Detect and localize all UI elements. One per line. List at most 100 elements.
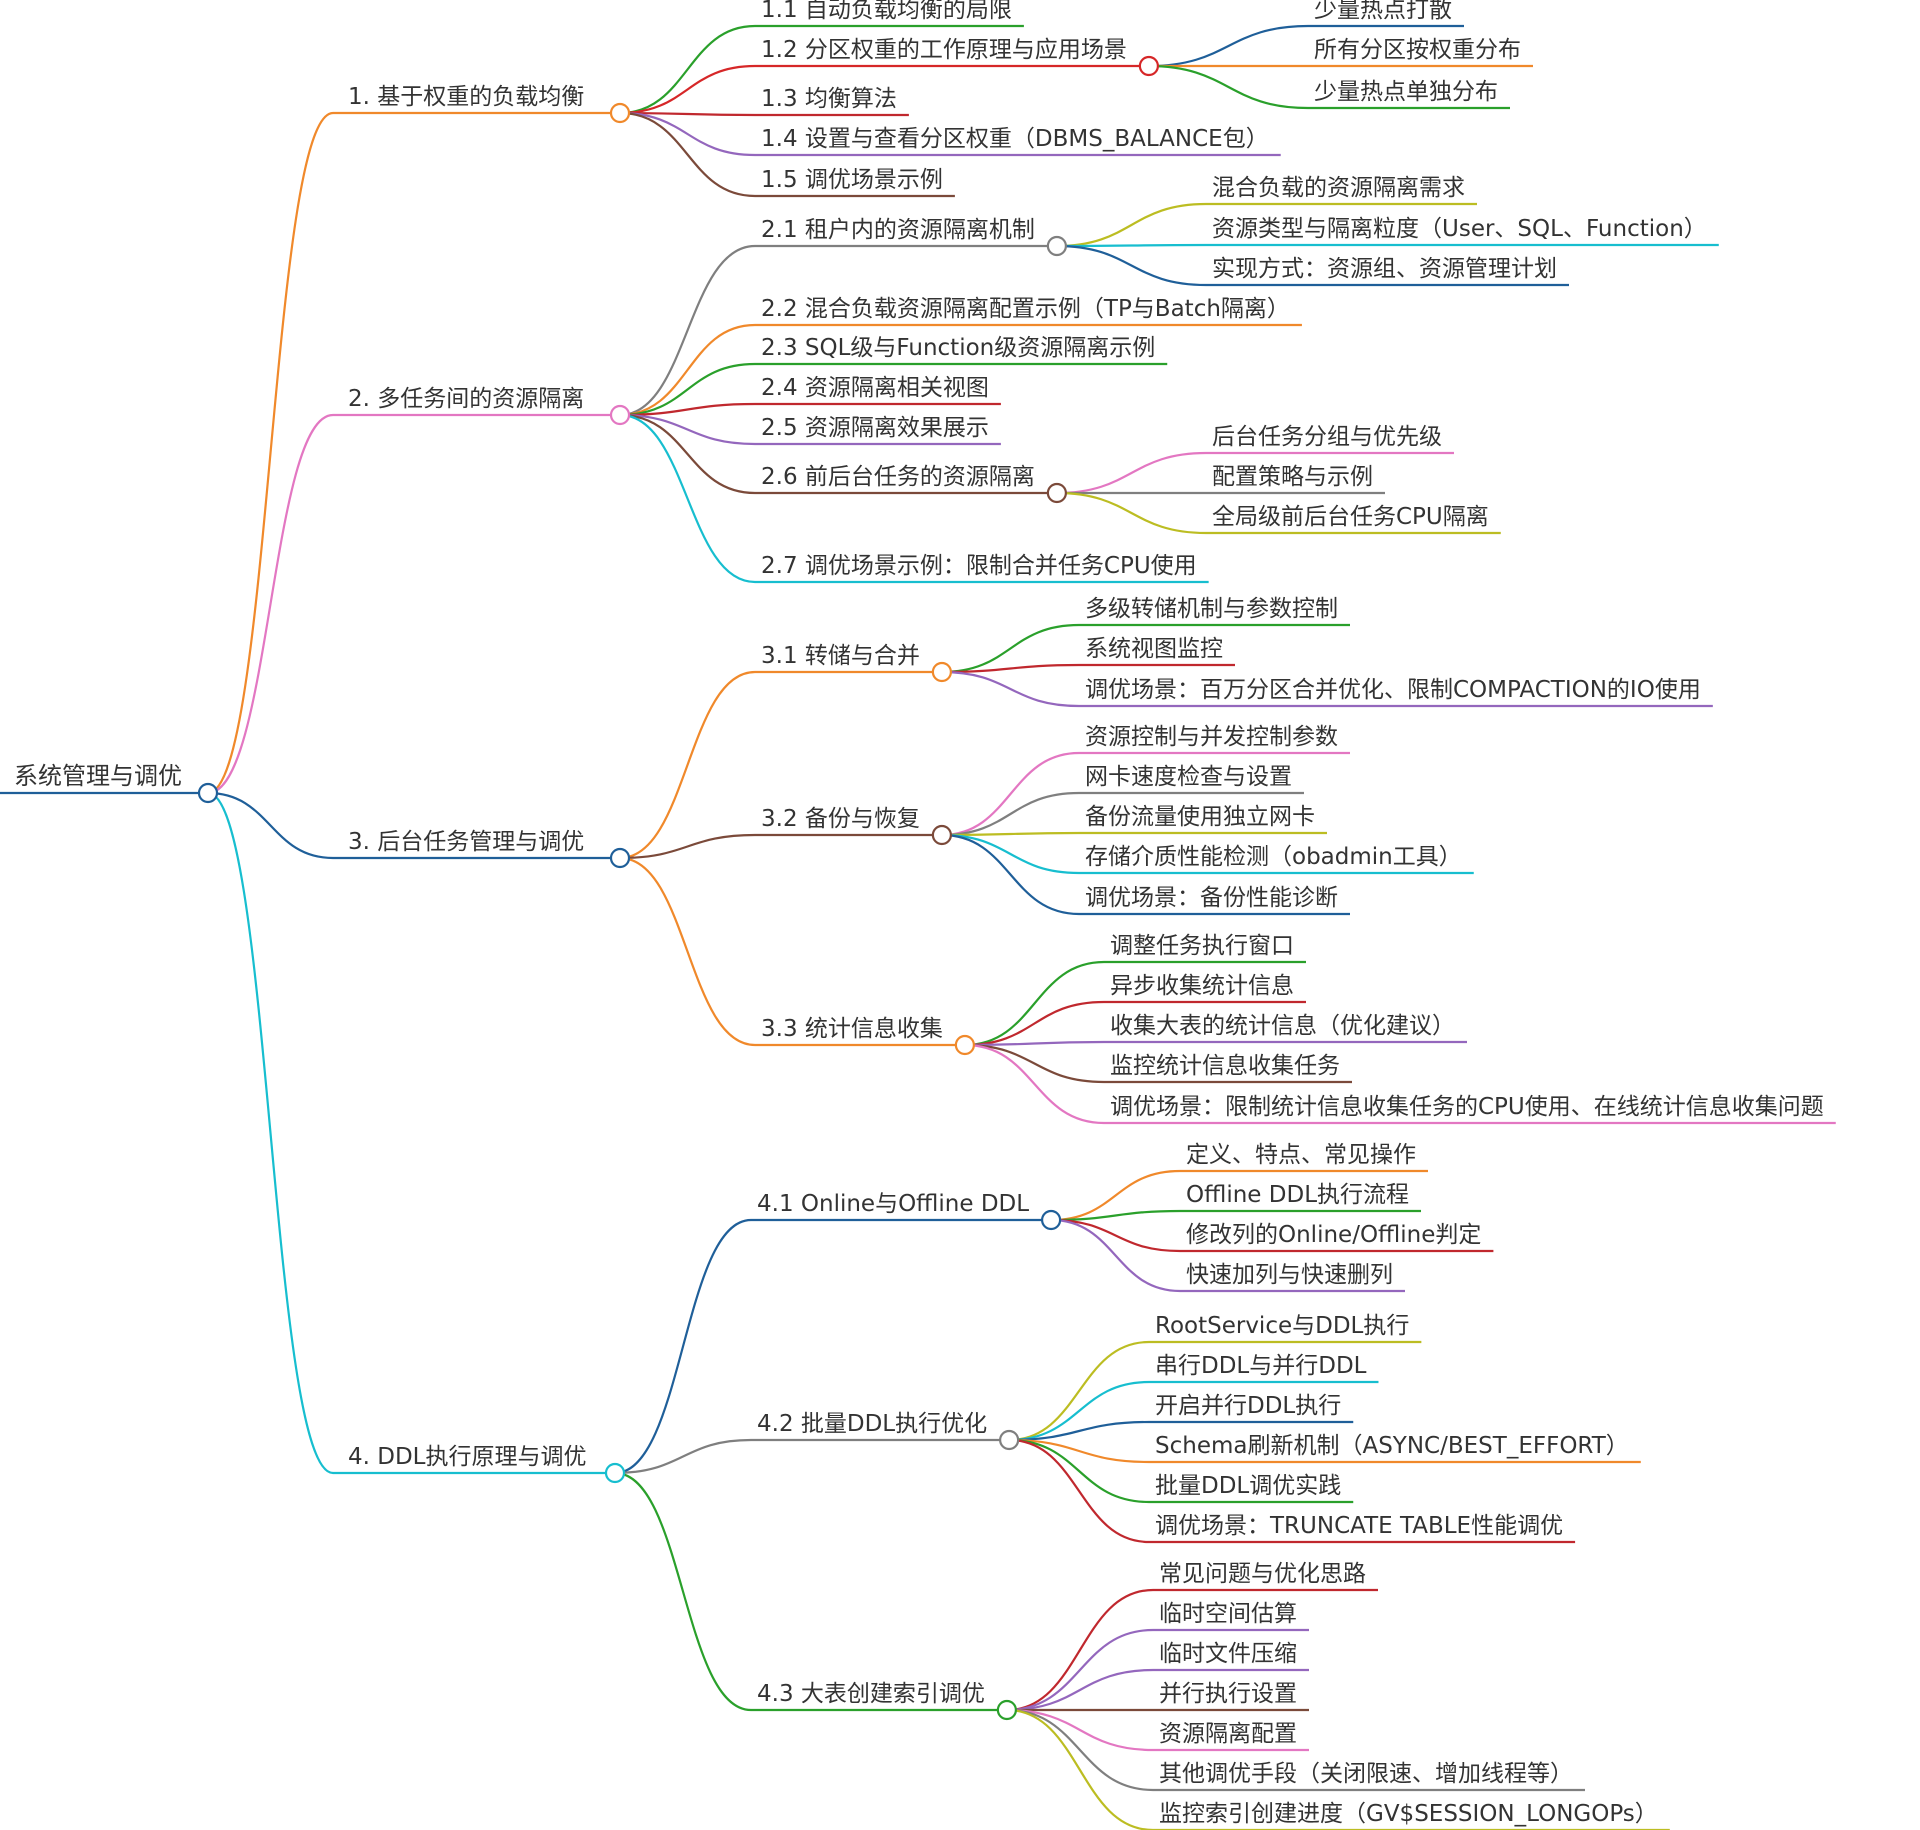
leaf-1-2-3-label: 少量热点单独分布 xyxy=(1314,79,1498,105)
subtopic-3-1-label: 3.1 转储与合并 xyxy=(761,643,920,669)
leaf-3-2-1-label: 资源控制与并发控制参数 xyxy=(1085,724,1338,750)
connector-sub-2-1-to-leaf-2 xyxy=(1056,243,1207,248)
subtopic-1-2-label: 1.2 分区权重的工作原理与应用场景 xyxy=(761,37,1127,63)
root-node-circle xyxy=(197,782,219,804)
connector-root-to-topic-4 xyxy=(207,791,334,1475)
connector-sub-2-6-to-leaf-3 xyxy=(1056,491,1207,535)
connector-sub-4-2-to-leaf-2 xyxy=(1009,1380,1150,1442)
subtopic-4-1-node-circle xyxy=(1040,1209,1062,1231)
branch-connectors xyxy=(207,24,1309,1830)
connector-sub-3-1-to-leaf-1 xyxy=(941,623,1080,674)
connector-topic-4-to-sub-3 xyxy=(614,1471,752,1712)
subtopic-4-3-label: 4.3 大表创建索引调优 xyxy=(757,1681,985,1707)
leaf-4-2-2-label: 串行DDL与并行DDL xyxy=(1155,1353,1367,1379)
subtopic-3-2-label: 3.2 备份与恢复 xyxy=(761,806,920,832)
leaf-4-3-5-label: 资源隔离配置 xyxy=(1159,1721,1297,1747)
connector-sub-4-2-to-leaf-5 xyxy=(1009,1438,1150,1504)
subtopic-2-6-node-circle xyxy=(1046,482,1067,504)
subtopic-4-1-label: 4.1 Online与Offline DDL xyxy=(757,1191,1029,1217)
topic-1-label: 1. 基于权重的负载均衡 xyxy=(348,84,584,110)
connector-topic-3-to-sub-2 xyxy=(619,833,756,860)
leaf-2-6-1-label: 后台任务分组与优先级 xyxy=(1212,424,1442,450)
connector-sub-4-3-to-leaf-7 xyxy=(1006,1708,1154,1830)
connector-sub-1-2-to-leaf-3 xyxy=(1148,64,1309,110)
leaf-3-1-2-label: 系统视图监控 xyxy=(1085,636,1223,662)
subtopic-1-3-label: 1.3 均衡算法 xyxy=(761,86,897,112)
topic-1-node-circle xyxy=(609,102,631,124)
connector-sub-2-6-to-leaf-1 xyxy=(1056,451,1207,495)
connector-topic-4-to-sub-1 xyxy=(614,1218,752,1475)
leaf-4-2-3-label: 开启并行DDL执行 xyxy=(1155,1393,1341,1419)
leaf-3-2-3-label: 备份流量使用独立网卡 xyxy=(1085,804,1315,830)
leaf-3-3-5-label: 调优场景：限制统计信息收集任务的CPU使用、在线统计信息收集问题 xyxy=(1110,1094,1824,1120)
connector-topic-1-to-sub-4 xyxy=(619,111,756,157)
connector-topic-3-to-sub-3 xyxy=(619,856,756,1047)
topic-3-label: 3. 后台任务管理与调优 xyxy=(348,829,584,855)
topic-2-label: 2. 多任务间的资源隔离 xyxy=(348,386,584,412)
connector-topic-2-to-sub-4 xyxy=(619,402,756,417)
connector-sub-3-2-to-leaf-4 xyxy=(941,833,1080,875)
connector-topic-2-to-sub-2 xyxy=(619,323,756,417)
connector-topic-4-to-sub-2 xyxy=(614,1438,752,1475)
leaf-3-2-2-label: 网卡速度检查与设置 xyxy=(1085,764,1292,790)
connector-sub-4-3-to-leaf-5 xyxy=(1006,1708,1154,1752)
leaf-1-2-2-label: 所有分区按权重分布 xyxy=(1314,37,1521,63)
connector-sub-3-3-to-leaf-3 xyxy=(964,1040,1105,1047)
subtopic-1-2-node-circle xyxy=(1138,55,1159,77)
connector-topic-1-to-sub-2 xyxy=(619,64,756,115)
leaf-3-1-1-label: 多级转储机制与参数控制 xyxy=(1085,596,1338,622)
leaf-4-3-1-label: 常见问题与优化思路 xyxy=(1159,1561,1366,1587)
subtopic-3-2-node-circle xyxy=(931,824,952,846)
subtopic-4-3-node-circle xyxy=(996,1699,1017,1721)
leaf-3-3-3-label: 收集大表的统计信息（优化建议） xyxy=(1110,1013,1455,1039)
leaf-4-3-7-label: 监控索引创建进度（GV$SESSION_LONGOPs） xyxy=(1159,1801,1658,1827)
subtopic-2-3-label: 2.3 SQL级与Function级资源隔离示例 xyxy=(761,335,1155,361)
connector-sub-4-2-to-leaf-4 xyxy=(1009,1438,1150,1464)
connector-sub-3-2-to-leaf-3 xyxy=(941,831,1080,837)
leaf-2-1-3-label: 实现方式：资源组、资源管理计划 xyxy=(1212,256,1557,282)
connector-sub-2-1-to-leaf-3 xyxy=(1056,244,1207,287)
connector-sub-1-2-to-leaf-1 xyxy=(1148,24,1309,68)
leaf-4-3-4-label: 并行执行设置 xyxy=(1159,1681,1297,1707)
connector-sub-3-2-to-leaf-2 xyxy=(941,791,1080,837)
connector-sub-4-3-to-leaf-1 xyxy=(1006,1588,1154,1712)
subtopic-2-7-label: 2.7 调优场景示例：限制合并任务CPU使用 xyxy=(761,553,1197,579)
connector-sub-3-1-to-leaf-3 xyxy=(941,670,1080,708)
connector-topic-2-to-sub-6 xyxy=(619,413,756,495)
connector-topic-2-to-sub-7 xyxy=(619,413,756,584)
connector-sub-4-1-to-leaf-4 xyxy=(1051,1218,1181,1293)
leaf-2-1-1-label: 混合负载的资源隔离需求 xyxy=(1212,175,1465,201)
topic-4-label: 4. DDL执行原理与调优 xyxy=(348,1444,587,1470)
subtopic-2-6-label: 2.6 前后台任务的资源隔离 xyxy=(761,464,1035,490)
connector-topic-1-to-sub-3 xyxy=(619,111,756,117)
leaf-4-3-2-label: 临时空间估算 xyxy=(1159,1601,1297,1627)
connector-topic-2-to-sub-1 xyxy=(619,244,756,417)
subtopic-4-2-node-circle xyxy=(999,1429,1020,1451)
connector-root-to-topic-1 xyxy=(207,111,334,795)
leaf-4-2-1-label: RootService与DDL执行 xyxy=(1155,1313,1409,1339)
leaf-4-1-2-label: Offline DDL执行流程 xyxy=(1186,1182,1409,1208)
connector-sub-3-3-to-leaf-2 xyxy=(964,1000,1105,1047)
leaf-4-2-4-label: Schema刷新机制（ASYNC/BEST_EFFORT） xyxy=(1155,1433,1629,1459)
leaf-3-3-2-label: 异步收集统计信息 xyxy=(1110,973,1294,999)
connector-sub-4-2-to-leaf-6 xyxy=(1009,1438,1150,1544)
connector-topic-1-to-sub-5 xyxy=(619,111,756,198)
node-circles xyxy=(197,55,1159,1721)
leaf-2-1-2-label: 资源类型与隔离粒度（User、SQL、Function） xyxy=(1212,216,1707,242)
connector-sub-4-3-to-leaf-6 xyxy=(1006,1708,1154,1792)
connector-topic-1-to-sub-1 xyxy=(619,24,756,115)
leaf-3-3-1-label: 调整任务执行窗口 xyxy=(1110,933,1294,959)
connector-sub-4-1-to-leaf-1 xyxy=(1051,1169,1181,1222)
connector-sub-4-2-to-leaf-3 xyxy=(1009,1420,1150,1442)
leaf-4-3-6-label: 其他调优手段（关闭限速、增加线程等） xyxy=(1159,1761,1573,1787)
leaf-3-2-4-label: 存储介质性能检测（obadmin工具） xyxy=(1085,844,1462,870)
topic-2-node-circle xyxy=(609,404,631,426)
subtopic-2-4-label: 2.4 资源隔离相关视图 xyxy=(761,375,989,401)
connector-sub-4-3-to-leaf-2 xyxy=(1006,1628,1154,1712)
leaf-2-6-2-label: 配置策略与示例 xyxy=(1212,464,1373,490)
root-label: 系统管理与调优 xyxy=(14,762,182,790)
connector-sub-3-1-to-leaf-2 xyxy=(941,663,1080,674)
subtopic-3-3-label: 3.3 统计信息收集 xyxy=(761,1016,943,1042)
